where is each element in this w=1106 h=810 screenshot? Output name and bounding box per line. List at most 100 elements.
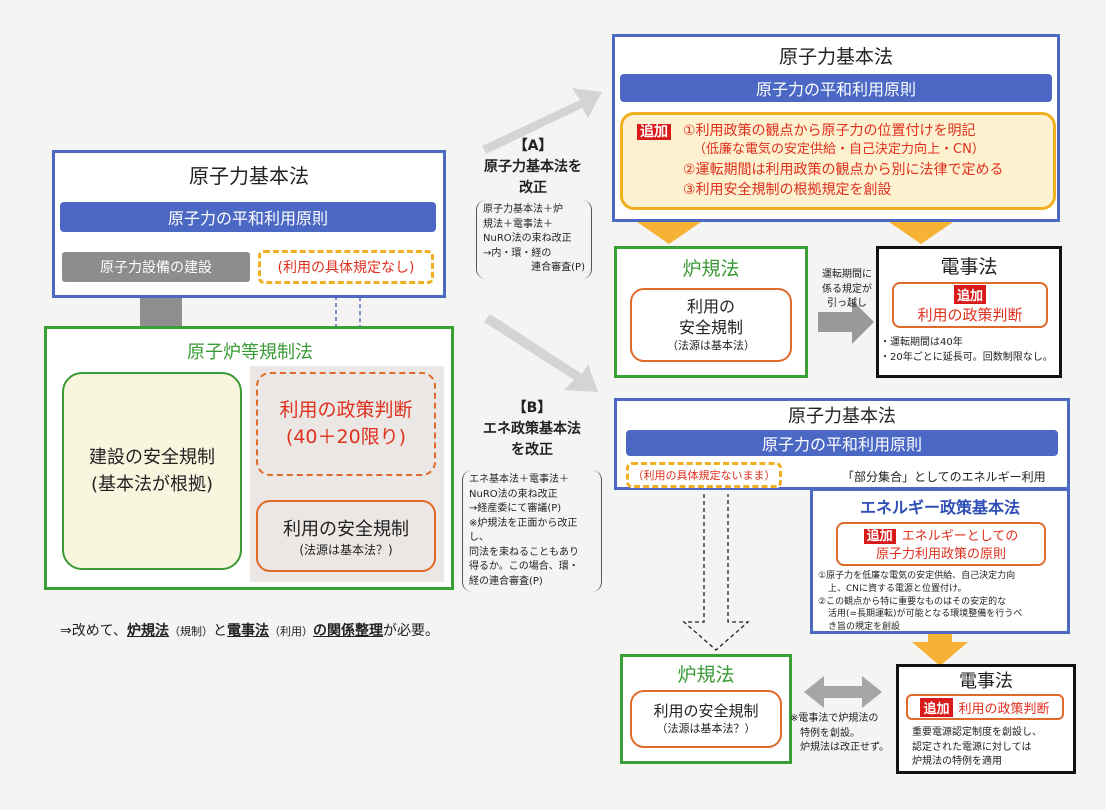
option-a-note-3: NuRO法の束ね改正 bbox=[483, 233, 572, 244]
b-denji-title: 電事法 bbox=[959, 671, 1013, 692]
option-b-note-6: 得るか。この場合、環・ bbox=[469, 561, 579, 572]
left-peaceful-use-bar: 原子力の平和利用原則 bbox=[60, 202, 436, 232]
a-rokiho-safety-line1: 利用の bbox=[686, 297, 735, 317]
double-arrow bbox=[804, 676, 882, 708]
option-a-note-4: →内・環・経の bbox=[483, 247, 552, 259]
b-energy-note-5: き旨の規定を創設 bbox=[828, 622, 901, 633]
b-denji-policy-label: 利用の政策判断 bbox=[958, 701, 1050, 717]
left-reactor-title: 原子炉等規制法 bbox=[187, 342, 313, 363]
left-construction-safety-line2: (基本法が根拠) bbox=[90, 474, 214, 495]
b-special-note-3: 炉規法は改正せず。 bbox=[800, 742, 889, 753]
option-b-note-7: 経の連合審査(P) bbox=[469, 575, 543, 587]
left-kihonho-title: 原子力基本法 bbox=[189, 163, 309, 188]
left-policy-box: 利用の政策判断 (40＋20限り) bbox=[256, 372, 436, 476]
footer-note: ⇒改めて、炉規法（規制）と電事法（利用）の関係整理が必要。 bbox=[60, 620, 530, 640]
b-energy-law-title: エネルギー政策基本法 bbox=[859, 498, 1020, 517]
left-construction-safety-box: 建設の安全規制 (基本法が根拠) bbox=[62, 372, 242, 570]
a-add-tag: 追加 bbox=[637, 124, 671, 140]
option-a-note-5: 連合審査(P) bbox=[531, 262, 585, 273]
arrow-to-denji-b bbox=[912, 630, 968, 666]
b-rokiho-safety-line1: 利用の安全規制 bbox=[653, 702, 759, 721]
option-a-title-2: 改正 bbox=[519, 180, 547, 196]
left-construction-safety-line1: 建設の安全規制 bbox=[89, 447, 215, 468]
b-denji-note-2: 認定された電源に対しては bbox=[912, 741, 1032, 753]
b-energy-note-2: 上、CNに資する電源と位置付け。 bbox=[828, 583, 967, 594]
b-rokiho-safety-box: 利用の安全規制 （法源は基本法？） bbox=[630, 690, 782, 748]
a-denji-policy-box: 追加 利用の政策判断 bbox=[892, 282, 1048, 328]
a-transfer-note: 運転期間に 係る規定が 引っ越し bbox=[810, 268, 884, 312]
option-b-note-1: エネ基本法＋電事法＋ bbox=[469, 474, 569, 485]
b-energy-principle-line1: エネルギーとしての bbox=[901, 529, 1019, 545]
a-transfer-1: 運転期間に bbox=[822, 269, 872, 280]
option-b-title-2: を改正 bbox=[511, 442, 553, 458]
a-item-1: ①利用政策の観点から原子力の位置付けを明記 bbox=[683, 123, 976, 139]
dashed-arrow-to-rokiho-b bbox=[682, 494, 750, 651]
a-rokiho-safety-line2: 安全規制 bbox=[678, 317, 743, 337]
b-energy-note-4: 活用(=長期運転)が可能となる環境整備を行うべ bbox=[828, 609, 1023, 620]
b-denji-note-3: 炉規法の特例を適用 bbox=[912, 756, 1002, 767]
footer-pre: ⇒改めて、 bbox=[60, 623, 128, 639]
b-energy-note-1: ①原子力を低廉な電気の安定供給、自己決定力向 bbox=[818, 571, 1016, 581]
option-b-note-2: NuRO法の束ね改正 bbox=[469, 488, 558, 500]
b-no-spec-label: （利用の具体規定ないまま） bbox=[626, 462, 782, 488]
left-policy-line1: 利用の政策判断 bbox=[279, 399, 413, 422]
b-denji-notes: 重要電源認定制度を創設し、 認定された電源に対しては 炉規法の特例を適用 bbox=[912, 726, 1072, 770]
option-a-heading: 【A】 原子力基本法を 改正 bbox=[468, 136, 598, 199]
b-special-note-1: ※電事法で炉規法の bbox=[790, 713, 879, 724]
footer-post: が必要。 bbox=[383, 623, 440, 639]
left-no-spec-label: (利用の具体規定なし) bbox=[258, 250, 434, 284]
b-energy-tag: 追加 bbox=[863, 529, 896, 545]
b-energy-note-3: ②この観点から特に重要なものはその安定的な bbox=[818, 596, 1007, 607]
footer-denji: 電事法 bbox=[227, 623, 270, 639]
a-denji-title: 電事法 bbox=[940, 255, 998, 278]
left-policy-line2: (40＋20限り) bbox=[285, 426, 407, 448]
b-special-note: ※電事法で炉規法の 特例を創設。 炉規法は改正せず。 bbox=[790, 712, 890, 756]
footer-rokiho: 炉規法 bbox=[127, 623, 170, 639]
a-rokiho-safety-box: 利用の 安全規制 （法源は基本法） bbox=[630, 288, 792, 362]
left-use-safety-line1: 利用の安全規制 bbox=[283, 518, 409, 540]
b-denji-tag: 追加 bbox=[920, 697, 953, 717]
a-rokiho-title: 炉規法 bbox=[682, 257, 740, 280]
option-a-note: 原子力基本法＋炉 規法＋電事法＋ NuRO法の束ね改正 →内・環・経の 連合審査… bbox=[476, 200, 592, 279]
option-a-note-1: 原子力基本法＋炉 bbox=[483, 204, 563, 215]
option-a-note-2: 規法＋電事法＋ bbox=[483, 218, 553, 230]
option-b-note-4: ※炉規法を正面から改正し、 bbox=[469, 517, 578, 544]
b-denji-policy-box: 追加 利用の政策判断 bbox=[906, 694, 1064, 720]
a-denji-notes: ・運転期間は40年 ・20年ごとに延長可。回数制限なし。 bbox=[880, 336, 1060, 365]
left-construction-label: 原子力設備の建設 bbox=[62, 252, 250, 282]
a-additions-box: 追加 ①利用政策の観点から原子力の位置付けを明記 （低廉な電気の安定供給・自己決… bbox=[620, 112, 1056, 210]
option-b-note-5: 同法を束ねることもあり bbox=[469, 546, 579, 558]
b-peaceful-use-bar: 原子力の平和利用原則 bbox=[626, 430, 1058, 456]
b-energy-principle-box: 追加エネルギーとしての 原子力利用政策の原則 bbox=[836, 522, 1046, 566]
footer-rokiho-sub: （規制） bbox=[169, 625, 214, 638]
a-item-3: ③利用安全規制の根拠規定を創設 bbox=[683, 182, 892, 199]
b-energy-principle-line2: 原子力利用政策の原則 bbox=[875, 547, 1006, 563]
b-subset-label: 「部分集合」としてのエネルギー利用 bbox=[842, 470, 1046, 484]
option-b-note: エネ基本法＋電事法＋ NuRO法の束ね改正 →経産委にて審議(P) ※炉規法を正… bbox=[462, 470, 602, 592]
a-transfer-2: 係る規定が bbox=[822, 283, 872, 295]
option-a-label: 【A】 bbox=[513, 138, 553, 154]
a-item-2: ②運転期間は利用政策の観点から別に法律で定める bbox=[683, 162, 1004, 179]
footer-relation: の関係整理 bbox=[313, 623, 384, 639]
left-use-safety-box: 利用の安全規制 (法源は基本法？) bbox=[256, 500, 436, 572]
b-kihonho-title: 原子力基本法 bbox=[788, 406, 896, 427]
b-special-note-2: 特例を創設。 bbox=[800, 727, 860, 739]
a-denji-note-1: ・運転期間は40年 bbox=[880, 337, 963, 348]
a-denji-note-2: ・20年ごとに延長可。回数制限なし。 bbox=[880, 351, 1053, 363]
a-peaceful-use-bar: 原子力の平和利用原則 bbox=[620, 74, 1052, 102]
b-energy-notes: ①原子力を低廉な電気の安定供給、自己決定力向 上、CNに資する電源と位置付け。 … bbox=[818, 570, 1068, 634]
a-kihonho-title: 原子力基本法 bbox=[778, 45, 893, 68]
footer-denji-sub: （利用） bbox=[269, 625, 314, 638]
footer-mid: と bbox=[213, 623, 228, 639]
a-denji-tag: 追加 bbox=[953, 285, 986, 304]
b-rokiho-title: 炉規法 bbox=[677, 663, 735, 686]
option-a-title-1: 原子力基本法を bbox=[484, 159, 582, 175]
b-rokiho-safety-line2: （法源は基本法？） bbox=[656, 721, 756, 735]
b-denji-note-1: 重要電源認定制度を創設し、 bbox=[912, 727, 1042, 738]
option-b-label: 【B】 bbox=[512, 400, 552, 416]
a-denji-policy-label: 利用の政策判断 bbox=[917, 306, 1023, 324]
a-rokiho-safety-line3: （法源は基本法） bbox=[667, 338, 755, 352]
option-b-note-3: →経産委にて審議(P) bbox=[469, 503, 562, 514]
left-use-safety-line2: (法源は基本法？) bbox=[299, 542, 393, 557]
a-transfer-3: 引っ越し bbox=[827, 298, 867, 309]
